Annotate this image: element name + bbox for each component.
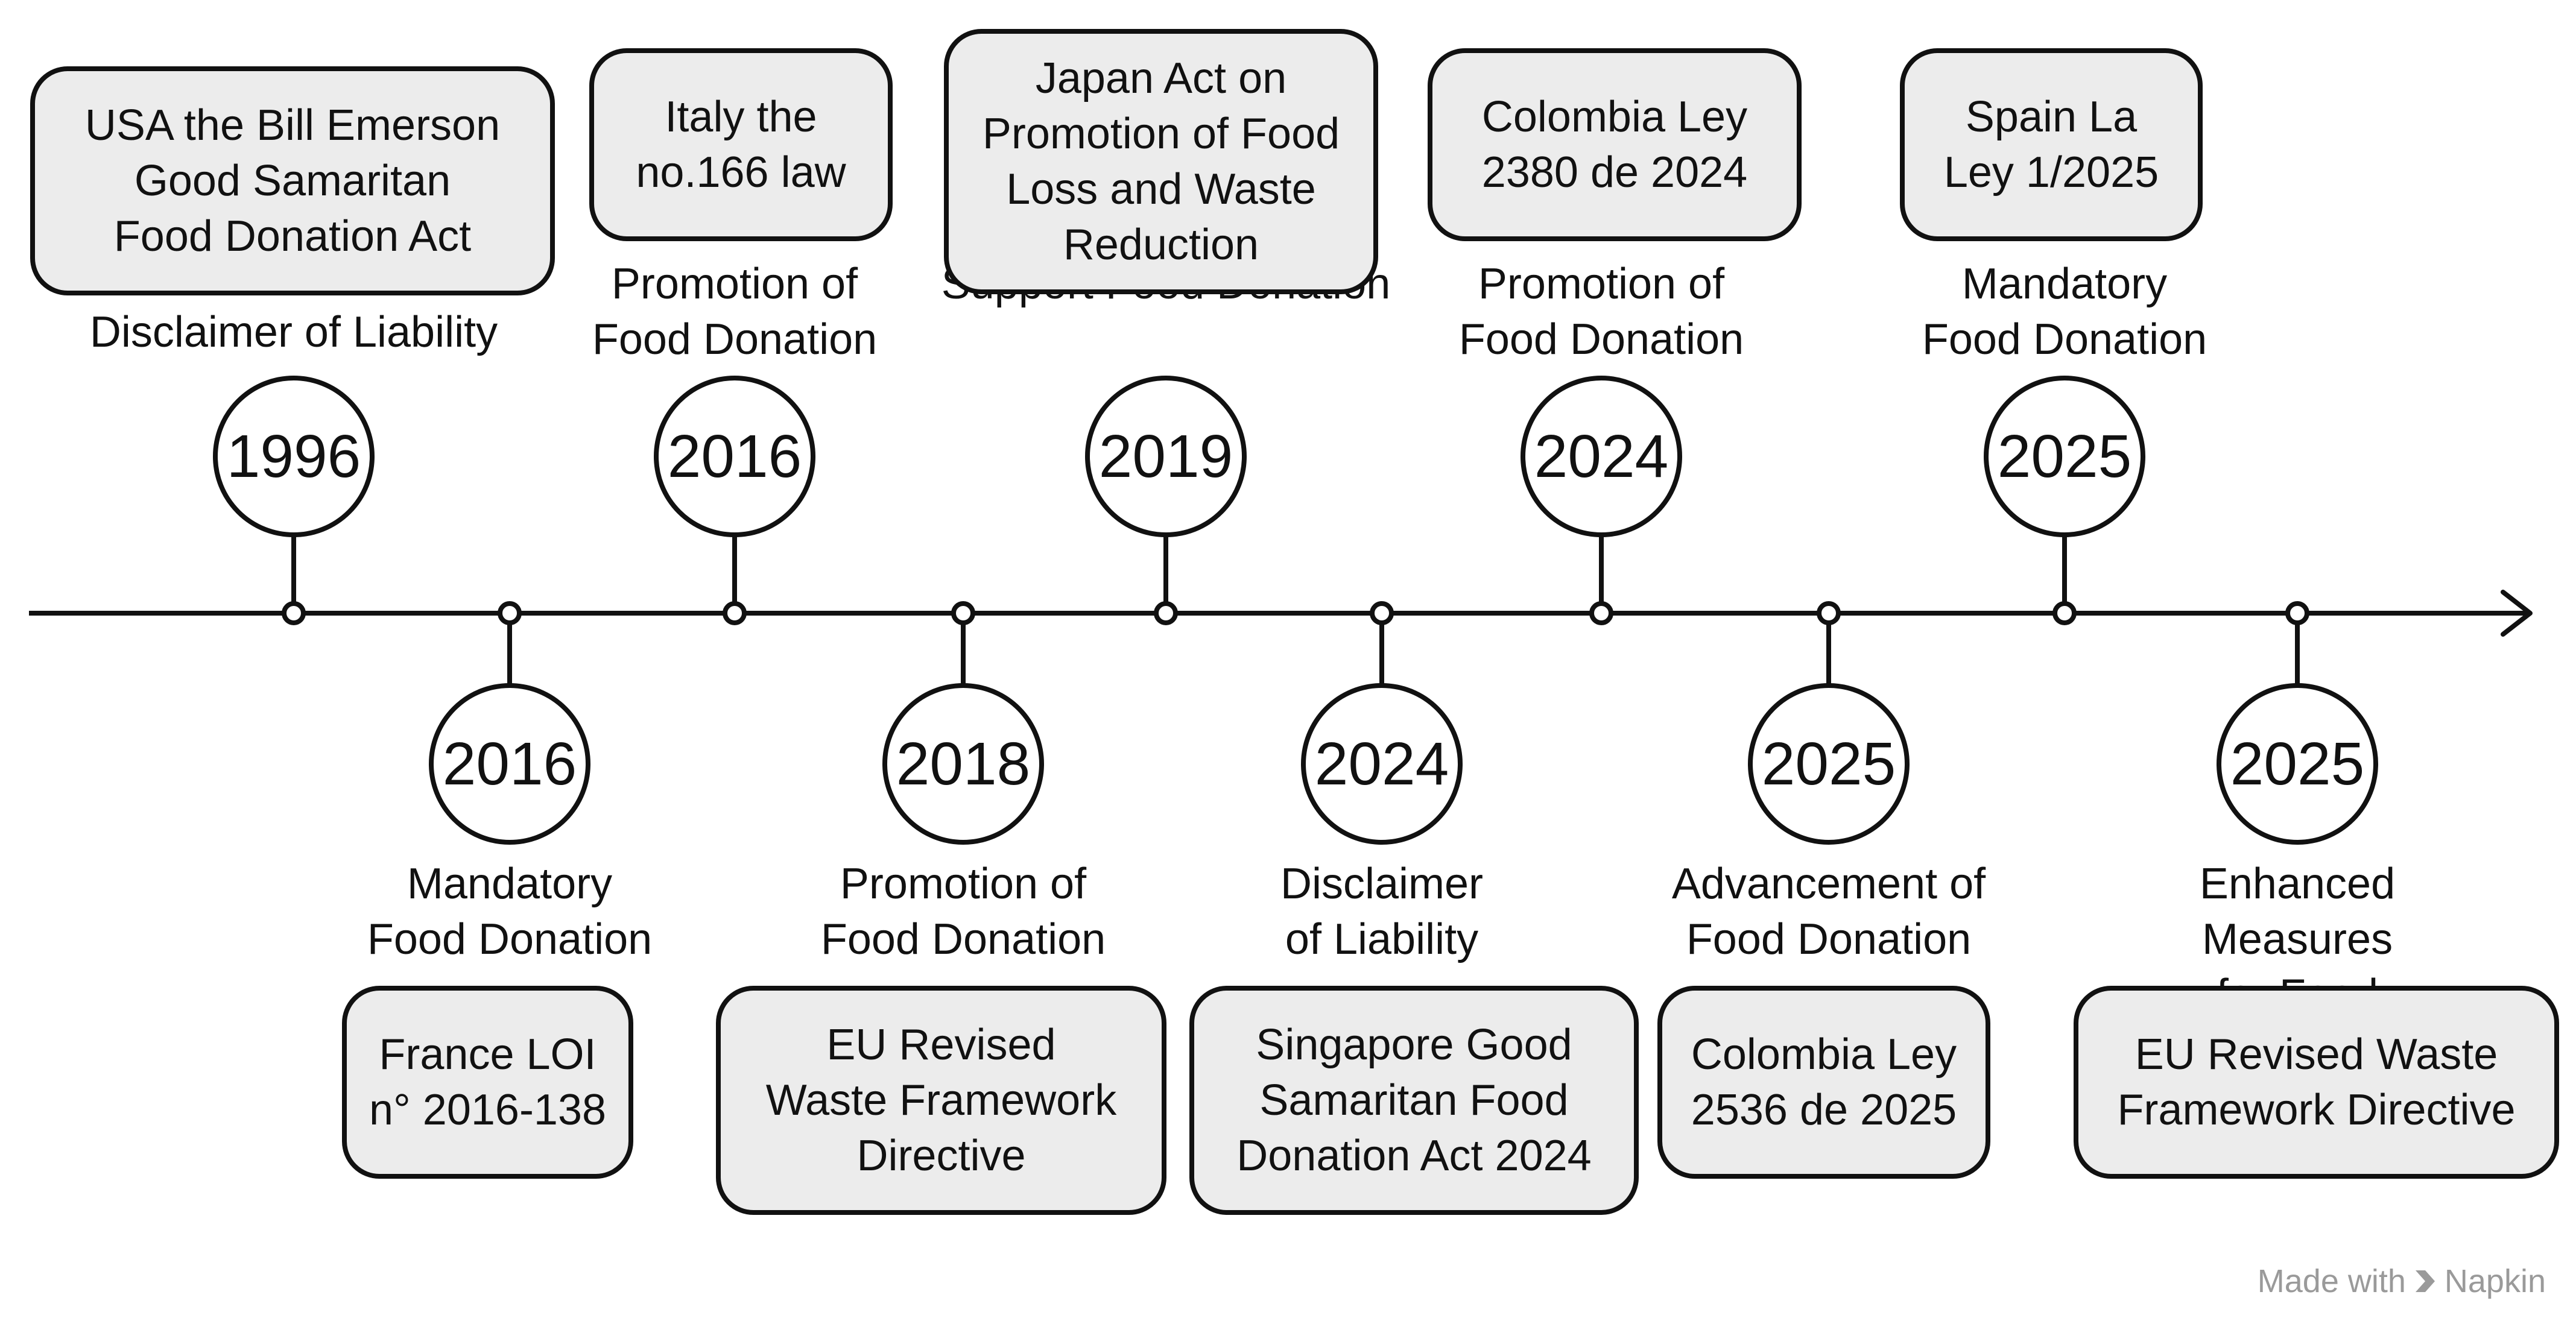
event-category-label: Promotion of Food Donation <box>820 860 1106 963</box>
timeline-node-dot <box>282 601 306 625</box>
year-label: 2025 <box>2230 730 2364 798</box>
year-label: 2025 <box>1762 730 1896 798</box>
timeline-node-dot <box>1589 601 1613 625</box>
year-circle <box>213 376 375 537</box>
year-label: 2016 <box>668 423 802 490</box>
year-label: 2024 <box>1315 730 1449 798</box>
timeline-node-dot <box>2285 601 2309 625</box>
year-circle <box>1521 376 1682 537</box>
law-name-box: Colombia Ley 2380 de 2024 <box>1428 48 1802 241</box>
event-category-label: Mandatory Food Donation <box>1922 260 2207 364</box>
year-circle <box>1085 376 1247 537</box>
year-circle <box>1301 683 1463 845</box>
timeline-node-dot <box>951 601 975 625</box>
timeline-node-dot <box>1817 601 1841 625</box>
year-label: 2019 <box>1099 423 1233 490</box>
law-name-box: Colombia Ley 2536 de 2025 <box>1657 986 1990 1179</box>
year-circle <box>882 683 1044 845</box>
event-category-label: Promotion of Food Donation <box>1458 260 1744 364</box>
law-name-box: EU Revised Waste Framework Directive <box>2074 986 2559 1179</box>
law-name-box: Singapore Good Samaritan Food Donation A… <box>1189 986 1639 1215</box>
napkin-logo-icon <box>2415 1270 2435 1292</box>
made-with-napkin-watermark: Made with Napkin <box>2258 1263 2546 1300</box>
year-circle <box>654 376 815 537</box>
year-circle <box>2217 683 2378 845</box>
year-label: 2024 <box>1534 423 1668 490</box>
timeline-node-dot <box>498 601 522 625</box>
watermark-text: Made with <box>2257 1263 2406 1299</box>
event-category-label: Disclaimer of Liability <box>1280 860 1484 963</box>
watermark-brand: Napkin <box>2444 1263 2546 1299</box>
event-category-label: Disclaimer of Liability <box>89 308 498 356</box>
year-label: 2018 <box>896 730 1030 798</box>
timeline-node-dot <box>723 601 747 625</box>
event-category-label: Mandatory Food Donation <box>367 860 653 963</box>
year-circle <box>1748 683 1910 845</box>
year-label: 2025 <box>1998 423 2131 490</box>
law-name-box: EU Revised Waste Framework Directive <box>716 986 1166 1215</box>
timeline-arrowhead <box>2501 590 2533 637</box>
year-circle <box>1984 376 2145 537</box>
law-name-box: Italy the no.166 law <box>589 48 893 241</box>
timeline-node-dot <box>2052 601 2077 625</box>
law-name-box: Japan Act on Promotion of Food Loss and … <box>944 29 1378 294</box>
timeline-node-dot <box>1154 601 1178 625</box>
year-label: 1996 <box>227 423 361 490</box>
law-name-box: USA the Bill Emerson Good Samaritan Food… <box>30 66 555 295</box>
year-circle <box>429 683 590 845</box>
event-category-label: Advancement of Food Donation <box>1671 860 1986 963</box>
year-label: 2016 <box>443 730 577 798</box>
law-name-box: Spain La Ley 1/2025 <box>1900 48 2203 241</box>
event-category-label: Promotion of Food Donation <box>592 260 878 364</box>
timeline-node-dot <box>1370 601 1394 625</box>
law-name-box: France LOI n° 2016-138 <box>342 986 633 1179</box>
